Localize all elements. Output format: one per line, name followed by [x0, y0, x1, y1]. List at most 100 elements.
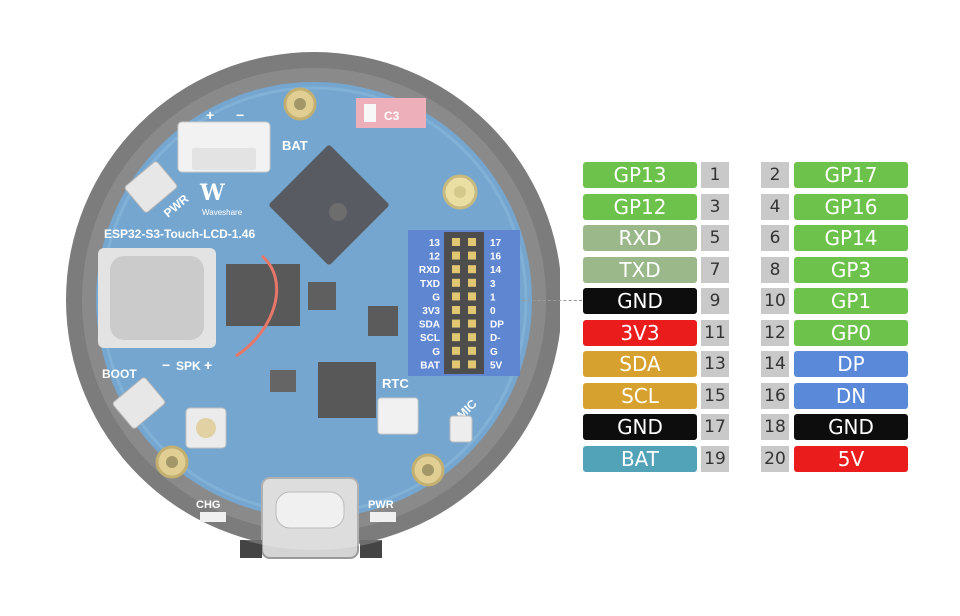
pin-label-3: GP12 [583, 193, 697, 220]
mounting-holes [155, 87, 445, 487]
header-pin [468, 238, 476, 246]
pin-number-17: 17 [701, 414, 729, 440]
pin-header [444, 232, 484, 374]
header-silk-label: BAT [420, 360, 440, 371]
pin-label-9: GND [583, 288, 697, 314]
header-silk-label: G [490, 347, 498, 358]
pin-label-16: DN [794, 382, 908, 409]
header-silk-label: SDA [419, 320, 440, 331]
header-pin [452, 278, 460, 287]
header-pin [452, 238, 460, 246]
pin-label-8: GP3 [794, 256, 908, 283]
pin-label-7: TXD [583, 256, 697, 283]
header-pin [452, 265, 460, 274]
header-pin [468, 319, 476, 328]
boot-silk: BOOT [102, 367, 137, 381]
header-pin [468, 333, 476, 342]
header-silk-label: 3V3 [422, 306, 440, 317]
header-silk-label: G [432, 292, 440, 303]
pin-number-18: 18 [761, 414, 789, 440]
plus-silk: + [206, 107, 214, 123]
boot-button [112, 377, 166, 429]
pin-label-5: RXD [583, 225, 697, 251]
pin-label-17: GND [583, 414, 697, 440]
pin-number-9: 9 [701, 288, 729, 314]
pin-number-8: 8 [761, 256, 789, 283]
pin-number-4: 4 [761, 193, 789, 220]
header-pin [468, 265, 476, 274]
header-pin [452, 292, 460, 301]
header-pin [452, 333, 460, 342]
header-silk-label: 12 [429, 252, 441, 263]
spk-plus-silk: + [204, 357, 212, 373]
pin-label-10: GP1 [794, 288, 908, 314]
pin-number-12: 12 [761, 319, 789, 346]
header-silk-label: D- [490, 333, 501, 344]
callout-line [522, 300, 582, 301]
imu-chip [308, 282, 336, 310]
pin-label-6: GP14 [794, 225, 908, 251]
pin-number-6: 6 [761, 225, 789, 251]
pin-label-11: 3V3 [583, 319, 697, 346]
pin-label-18: GND [794, 414, 908, 440]
pin-number-14: 14 [761, 351, 789, 377]
brand-silk: Waveshare [202, 208, 243, 217]
header-pin [468, 360, 476, 369]
pin-number-10: 10 [761, 288, 789, 314]
pin-number-3: 3 [701, 193, 729, 220]
pin-number-15: 15 [701, 382, 729, 409]
header-silk-label: 14 [490, 265, 502, 276]
header-pin [468, 292, 476, 301]
pin-label-2: GP17 [794, 162, 908, 188]
header-silk-label: 13 [429, 238, 441, 249]
header-silk-label: 0 [490, 306, 496, 317]
header-pin [452, 251, 460, 260]
brand-logo: W [199, 180, 225, 206]
header-silk-label: TXD [420, 279, 440, 290]
pin-label-1: GP13 [583, 162, 697, 188]
header-pin [468, 306, 476, 314]
pin-number-2: 2 [761, 162, 789, 188]
header-silk-label: SCL [420, 333, 440, 344]
model-silk: ESP32-S3-Touch-LCD-1.46 [104, 227, 255, 241]
pin-number-1: 1 [701, 162, 729, 188]
header-silk-label: DP [490, 320, 504, 331]
header-pins [452, 238, 476, 369]
pin-number-11: 11 [701, 319, 729, 346]
pin-label-4: GP16 [794, 193, 908, 220]
pin-number-16: 16 [761, 382, 789, 409]
header-silk-label: 3 [490, 279, 496, 290]
pin-label-19: BAT [583, 445, 697, 472]
header-silk-label: 1 [490, 292, 496, 303]
pin-number-13: 13 [701, 351, 729, 377]
rtc-silk: RTC [382, 376, 409, 391]
esp32-s3-chip [269, 145, 389, 265]
pin-label-14: DP [794, 351, 908, 377]
header-pin [452, 319, 460, 328]
pin-number-5: 5 [701, 225, 729, 251]
c3-silk: C3 [384, 109, 400, 123]
rtc-connector [377, 397, 419, 435]
header-pin [452, 360, 460, 369]
pin-number-7: 7 [701, 256, 729, 283]
pwr-bottom-silk: PWR [368, 499, 394, 511]
pin-label-15: SCL [583, 382, 697, 409]
header-pin [468, 346, 476, 355]
minus-silk: − [236, 107, 244, 123]
regulator-chip [368, 306, 398, 336]
bat-silk: BAT [282, 138, 308, 153]
header-silk-label: 17 [490, 238, 502, 249]
speaker-wire [235, 254, 279, 358]
header-silk-label: G [432, 347, 440, 358]
pin-label-12: GP0 [794, 319, 908, 346]
header-pin [452, 306, 460, 314]
pin-number-19: 19 [701, 445, 729, 472]
battery-chip [226, 264, 300, 326]
header-silk-label: 5V [490, 360, 503, 371]
pin-number-20: 20 [761, 445, 789, 472]
header-pin [468, 278, 476, 287]
mic [449, 415, 473, 443]
